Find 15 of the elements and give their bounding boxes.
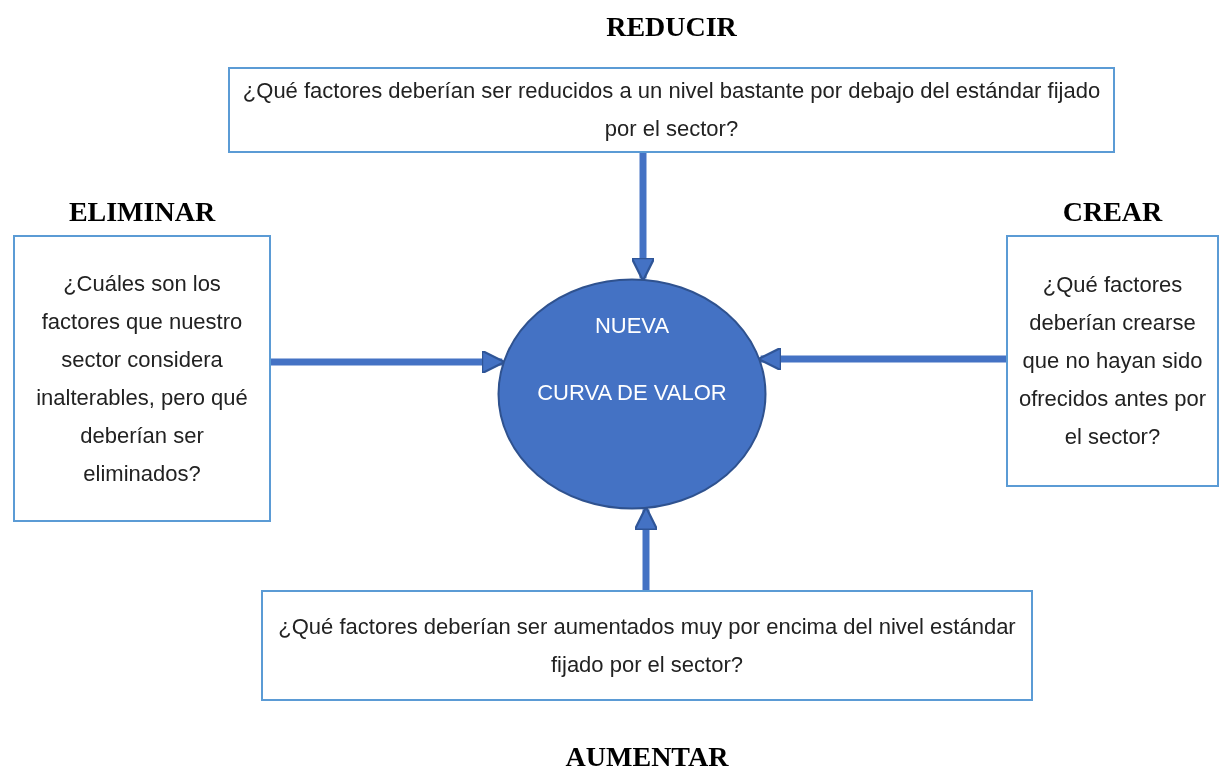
heading: CREAR [1062,195,1163,229]
ellipse-label: CURVA DE VALOR [536,379,728,407]
heading: AUMENTAR [565,740,729,774]
value-curve-ellipse [497,278,767,510]
question-text: ¿Qué factores deberían ser reducidos a un nivel bastante por debajo del estándar fijado por el sector? [241,77,1102,143]
question-text: ¿Cuáles son los factores que nuestro sector considera inalterables, pero qué deberían ser eliminados? [35,269,249,488]
block-arrow [757,346,1006,372]
block-arrow [271,349,506,375]
block-arrow [633,506,659,590]
heading: ELIMINAR [68,195,216,229]
ellipse-label: NUEVA [593,312,671,340]
block-arrow [630,153,656,282]
heading: REDUCIR [606,10,737,44]
question-text: ¿Qué factores deberían ser aumentados muy por encima del nivel estándar fijado por el sector? [277,612,1017,679]
question-text: ¿Qué factores deberían crearse que no hayan sido ofrecidos antes por el sector? [1018,271,1207,451]
